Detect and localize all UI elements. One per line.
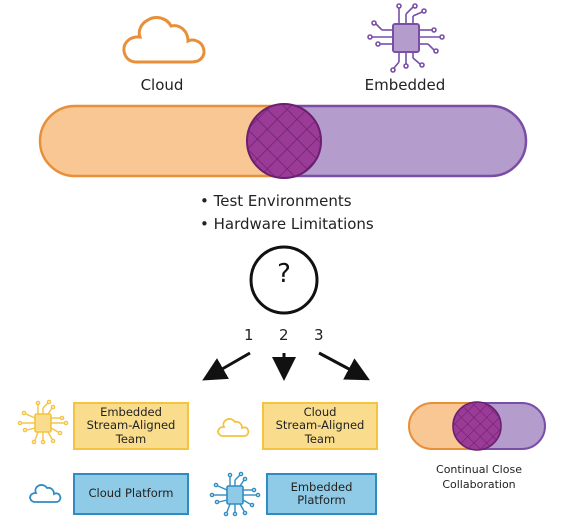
cloud-platform-box: Cloud Platform [73, 473, 189, 515]
embedded-label: Embedded [364, 76, 446, 94]
continual-collaboration-caption: Continual Close Collaboration [414, 462, 544, 492]
chip-icon [367, 3, 445, 73]
box-line: Embedded [100, 404, 162, 419]
question-circle [249, 245, 319, 315]
chip-icon [209, 471, 261, 517]
caption-line: Collaboration [442, 478, 516, 491]
challenge-list: • Test Environments • Hardware Limitatio… [200, 190, 374, 236]
box-line: Stream-Aligned [86, 418, 176, 433]
cloud-label: Cloud [140, 76, 184, 94]
box-line: Team [115, 431, 147, 446]
embedded-platform-box: Embedded Platform [266, 473, 377, 515]
box-line: Cloud [303, 404, 337, 419]
option-number-2: 2 [279, 326, 289, 344]
box-line: Stream-Aligned [275, 418, 365, 433]
cloud-embedded-overlap-diagram [38, 103, 528, 179]
cloud-icon [122, 16, 206, 64]
question-mark: ? [277, 259, 291, 289]
cloud-icon [29, 484, 62, 503]
option-arrows [202, 351, 370, 381]
cloud-stream-aligned-team-box: Cloud Stream-Aligned Team [262, 402, 378, 450]
bullet-item: • Hardware Limitations [200, 215, 374, 233]
box-line: Team [304, 431, 336, 446]
caption-line: Continual Close [436, 463, 522, 476]
collaboration-overlap-diagram [408, 401, 546, 451]
box-label: Embedded Platform [290, 479, 353, 507]
arrow-option-3 [318, 351, 370, 381]
embedded-stream-aligned-team-box: Embedded Stream-Aligned Team [73, 402, 189, 450]
bullet-item: • Test Environments [200, 192, 352, 210]
box-label: Cloud Platform [88, 486, 174, 501]
arrow-option-1 [202, 351, 251, 381]
option-number-3: 3 [314, 326, 324, 344]
bullet-text: Test Environments [213, 192, 352, 210]
chip-icon [17, 399, 69, 445]
bullet-text: Hardware Limitations [213, 215, 374, 233]
cloud-icon [217, 418, 250, 437]
option-number-1: 1 [244, 326, 254, 344]
